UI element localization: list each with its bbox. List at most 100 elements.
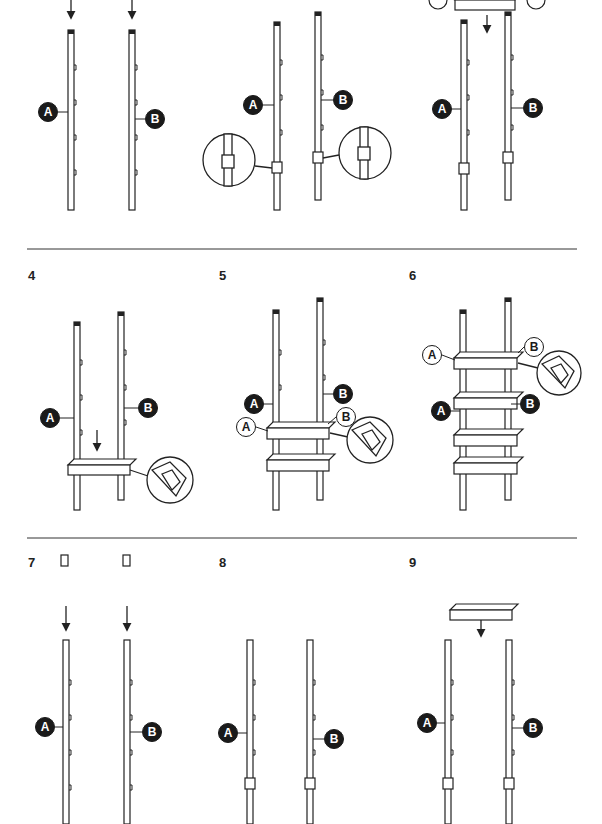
zoom-bracket bbox=[358, 147, 370, 160]
post bbox=[445, 640, 451, 824]
callout-circle: B bbox=[523, 98, 543, 118]
bracket bbox=[245, 778, 255, 789]
rung bbox=[267, 428, 329, 439]
part-letter: B bbox=[148, 726, 157, 738]
step-number: 9 bbox=[409, 555, 416, 570]
bracket bbox=[504, 778, 514, 789]
rung bbox=[455, 0, 515, 10]
bracket-icon bbox=[61, 555, 68, 566]
post-cap bbox=[460, 310, 466, 314]
part-letter: B bbox=[151, 113, 160, 125]
step-number: 7 bbox=[28, 555, 35, 570]
rung bbox=[454, 463, 517, 474]
step-number: 5 bbox=[219, 268, 226, 283]
post-cap bbox=[274, 22, 280, 26]
post-cap bbox=[74, 322, 80, 326]
rung-top bbox=[267, 422, 335, 428]
callout-leader bbox=[55, 100, 524, 739]
zoom-circle bbox=[147, 457, 193, 503]
callout-circle: B bbox=[523, 718, 543, 738]
callout-circle: A bbox=[431, 401, 451, 421]
step-number: 6 bbox=[409, 268, 416, 283]
rung-top bbox=[267, 454, 335, 460]
part-letter: A bbox=[428, 349, 437, 361]
callout-circle: B bbox=[145, 109, 165, 129]
callout-circle: A bbox=[35, 717, 55, 737]
callout-circle: B bbox=[524, 337, 544, 357]
post-cap bbox=[273, 310, 279, 314]
down-arrow bbox=[65, 606, 66, 630]
bracket bbox=[272, 162, 282, 173]
down-arrow bbox=[96, 430, 97, 450]
down-arrow bbox=[486, 15, 487, 32]
zoom-leader bbox=[330, 433, 348, 437]
callout-circle: B bbox=[333, 90, 353, 110]
zoom-detail bbox=[352, 422, 386, 456]
zoom-bracket bbox=[222, 155, 234, 168]
rung bbox=[68, 465, 130, 475]
post bbox=[63, 640, 69, 824]
post bbox=[274, 22, 280, 210]
bracket bbox=[443, 778, 453, 789]
part-letter: A bbox=[41, 721, 50, 733]
callout-circle: B bbox=[324, 729, 344, 749]
zoom-detail bbox=[542, 356, 574, 388]
bracket bbox=[305, 778, 315, 789]
rung-top bbox=[454, 429, 523, 435]
rung-top bbox=[68, 459, 136, 465]
zoom-circle bbox=[339, 127, 391, 179]
bracket bbox=[503, 152, 513, 163]
post-cap bbox=[505, 298, 511, 302]
rung bbox=[267, 460, 329, 471]
step-number: 4 bbox=[28, 268, 35, 283]
callout-circle: A bbox=[218, 723, 238, 743]
down-arrow bbox=[480, 620, 481, 636]
callout-circle: A bbox=[38, 102, 58, 122]
callout-circle: A bbox=[236, 417, 256, 437]
zoom-detail bbox=[551, 364, 568, 383]
post bbox=[74, 322, 80, 510]
part-letter: B bbox=[529, 102, 538, 114]
separator-line bbox=[27, 538, 577, 539]
part-letter: B bbox=[330, 733, 339, 745]
zoom-leader bbox=[323, 155, 339, 158]
post bbox=[247, 640, 253, 824]
rung bbox=[454, 435, 517, 446]
step-number: 8 bbox=[219, 555, 226, 570]
post-cap bbox=[118, 312, 124, 316]
zoom-detail bbox=[152, 462, 186, 496]
post bbox=[307, 640, 313, 824]
rung-top bbox=[454, 457, 523, 463]
post-notches bbox=[69, 55, 514, 790]
rung-top bbox=[454, 392, 523, 398]
post bbox=[460, 310, 466, 510]
post bbox=[461, 20, 467, 210]
part-letter: B bbox=[530, 341, 539, 353]
callout-circle: A bbox=[417, 713, 437, 733]
post-cap bbox=[317, 298, 323, 302]
zoom-detail bbox=[362, 430, 380, 450]
part-letter: A bbox=[437, 405, 446, 417]
zoom-detail bbox=[162, 470, 180, 490]
post bbox=[273, 310, 279, 510]
part-letter: A bbox=[438, 103, 447, 115]
part-letter: A bbox=[224, 727, 233, 739]
bracket-icon bbox=[123, 555, 130, 566]
post-cap bbox=[129, 30, 135, 34]
callout-circle: A bbox=[40, 408, 60, 428]
part-letter: B bbox=[339, 94, 348, 106]
post-cap bbox=[505, 12, 511, 16]
zoom-circle bbox=[347, 417, 393, 463]
post-cap bbox=[315, 12, 321, 16]
part-letter: B bbox=[526, 398, 535, 410]
part-letter: A bbox=[250, 398, 259, 410]
part-letter: A bbox=[249, 99, 258, 111]
zoom-circle bbox=[203, 134, 255, 186]
callout-circle: B bbox=[138, 398, 158, 418]
callout-circle: A bbox=[422, 345, 442, 365]
callout-circle: B bbox=[142, 722, 162, 742]
zoom-leader bbox=[130, 470, 148, 476]
post bbox=[124, 640, 130, 824]
callout-circle: A bbox=[244, 394, 264, 414]
post bbox=[506, 640, 512, 824]
